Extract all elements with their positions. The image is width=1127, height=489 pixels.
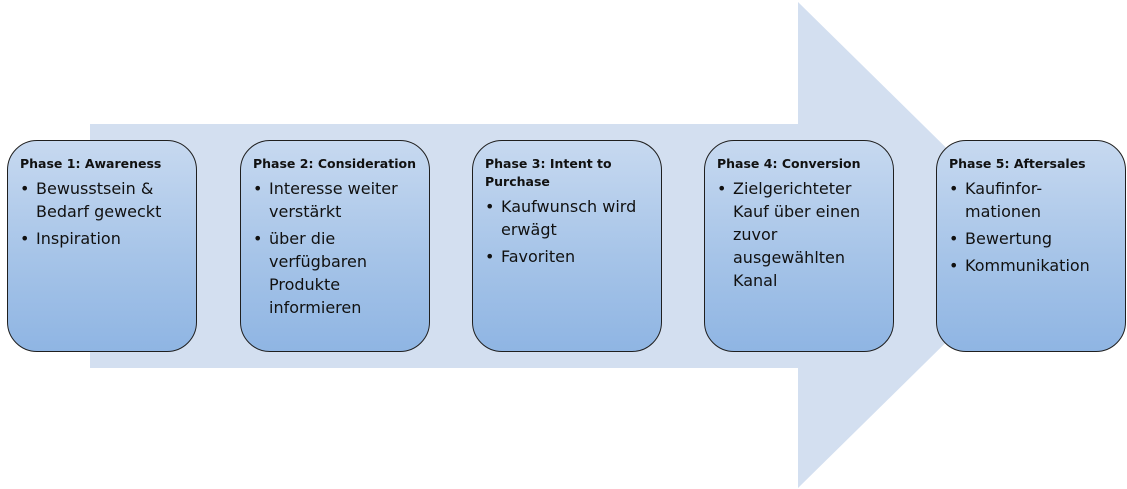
phase-item: • über die verfügbaren Produkte informier… <box>253 227 419 319</box>
bullet-icon: • <box>717 179 727 198</box>
bullet-icon: • <box>253 229 263 248</box>
phase-box-1: Phase 1: Awareness • Bewusstsein & Bedarf… <box>7 140 197 352</box>
phase-items: • Interesse weiter verstärkt • über die ve… <box>253 177 419 319</box>
bullet-icon: • <box>253 179 263 198</box>
phase-item-text: Interesse weiter verstärkt <box>269 179 398 221</box>
phase-item: • Bewertung <box>949 227 1115 250</box>
phase-box-4: Phase 4: Conversion • Zielgerichteter Kau… <box>704 140 894 352</box>
phase-items: • Bewusstsein & Bedarf geweckt • Inspirati… <box>20 177 186 250</box>
phase-item: • Kaufinfor-mationen <box>949 177 1115 223</box>
phase-items: • Zielgerichteter Kauf über einen zuvor a… <box>717 177 883 292</box>
bullet-icon: • <box>485 197 495 216</box>
phase-item-text: Bewusstsein & Bedarf geweckt <box>36 179 162 221</box>
phase-box-3: Phase 3: Intent to Purchase • Kaufwunsch … <box>472 140 662 352</box>
phase-item-text: Bewertung <box>965 229 1053 248</box>
phase-item: • Zielgerichteter Kauf über einen zuvor a… <box>717 177 883 292</box>
phase-item: • Bewusstsein & Bedarf geweckt <box>20 177 186 223</box>
phase-item: • Inspiration <box>20 227 186 250</box>
phase-item: • Kaufwunsch wird erwägt <box>485 195 651 241</box>
phase-item-text: Inspiration <box>36 229 121 248</box>
phase-item-text: Favoriten <box>501 247 576 266</box>
bullet-icon: • <box>20 179 30 198</box>
phase-item-text: Kaufwunsch wird erwägt <box>501 197 637 239</box>
phase-item: • Favoriten <box>485 245 651 268</box>
bullet-icon: • <box>949 256 959 275</box>
phase-item: • Kommunikation <box>949 254 1115 277</box>
phase-box-2: Phase 2: Consideration • Interesse weiter… <box>240 140 430 352</box>
bullet-icon: • <box>485 247 495 266</box>
phase-title: Phase 3: Intent to Purchase <box>485 156 612 189</box>
bullet-icon: • <box>949 229 959 248</box>
phase-items: • Kaufwunsch wird erwägt • Favoriten <box>485 195 651 268</box>
phase-box-5: Phase 5: Aftersales • Kaufinfor-mationen … <box>936 140 1126 352</box>
bullet-icon: • <box>20 229 30 248</box>
phase-title: Phase 5: Aftersales <box>949 156 1086 171</box>
phase-title: Phase 1: Awareness <box>20 156 162 171</box>
phase-items: • Kaufinfor-mationen • Bewertung • Kommunik… <box>949 177 1115 277</box>
phase-item-text: Kaufinfor-mationen <box>965 179 1043 221</box>
phase-title: Phase 4: Conversion <box>717 156 861 171</box>
phase-item: • Interesse weiter verstärkt <box>253 177 419 223</box>
phase-item-text: Kommunikation <box>965 256 1090 275</box>
phase-title: Phase 2: Consideration <box>253 156 416 171</box>
phase-item-text: Zielgerichteter Kauf über einen zuvor au… <box>733 179 861 290</box>
phase-item-text: über die verfügbaren Produkte informiere… <box>269 229 367 317</box>
bullet-icon: • <box>949 179 959 198</box>
